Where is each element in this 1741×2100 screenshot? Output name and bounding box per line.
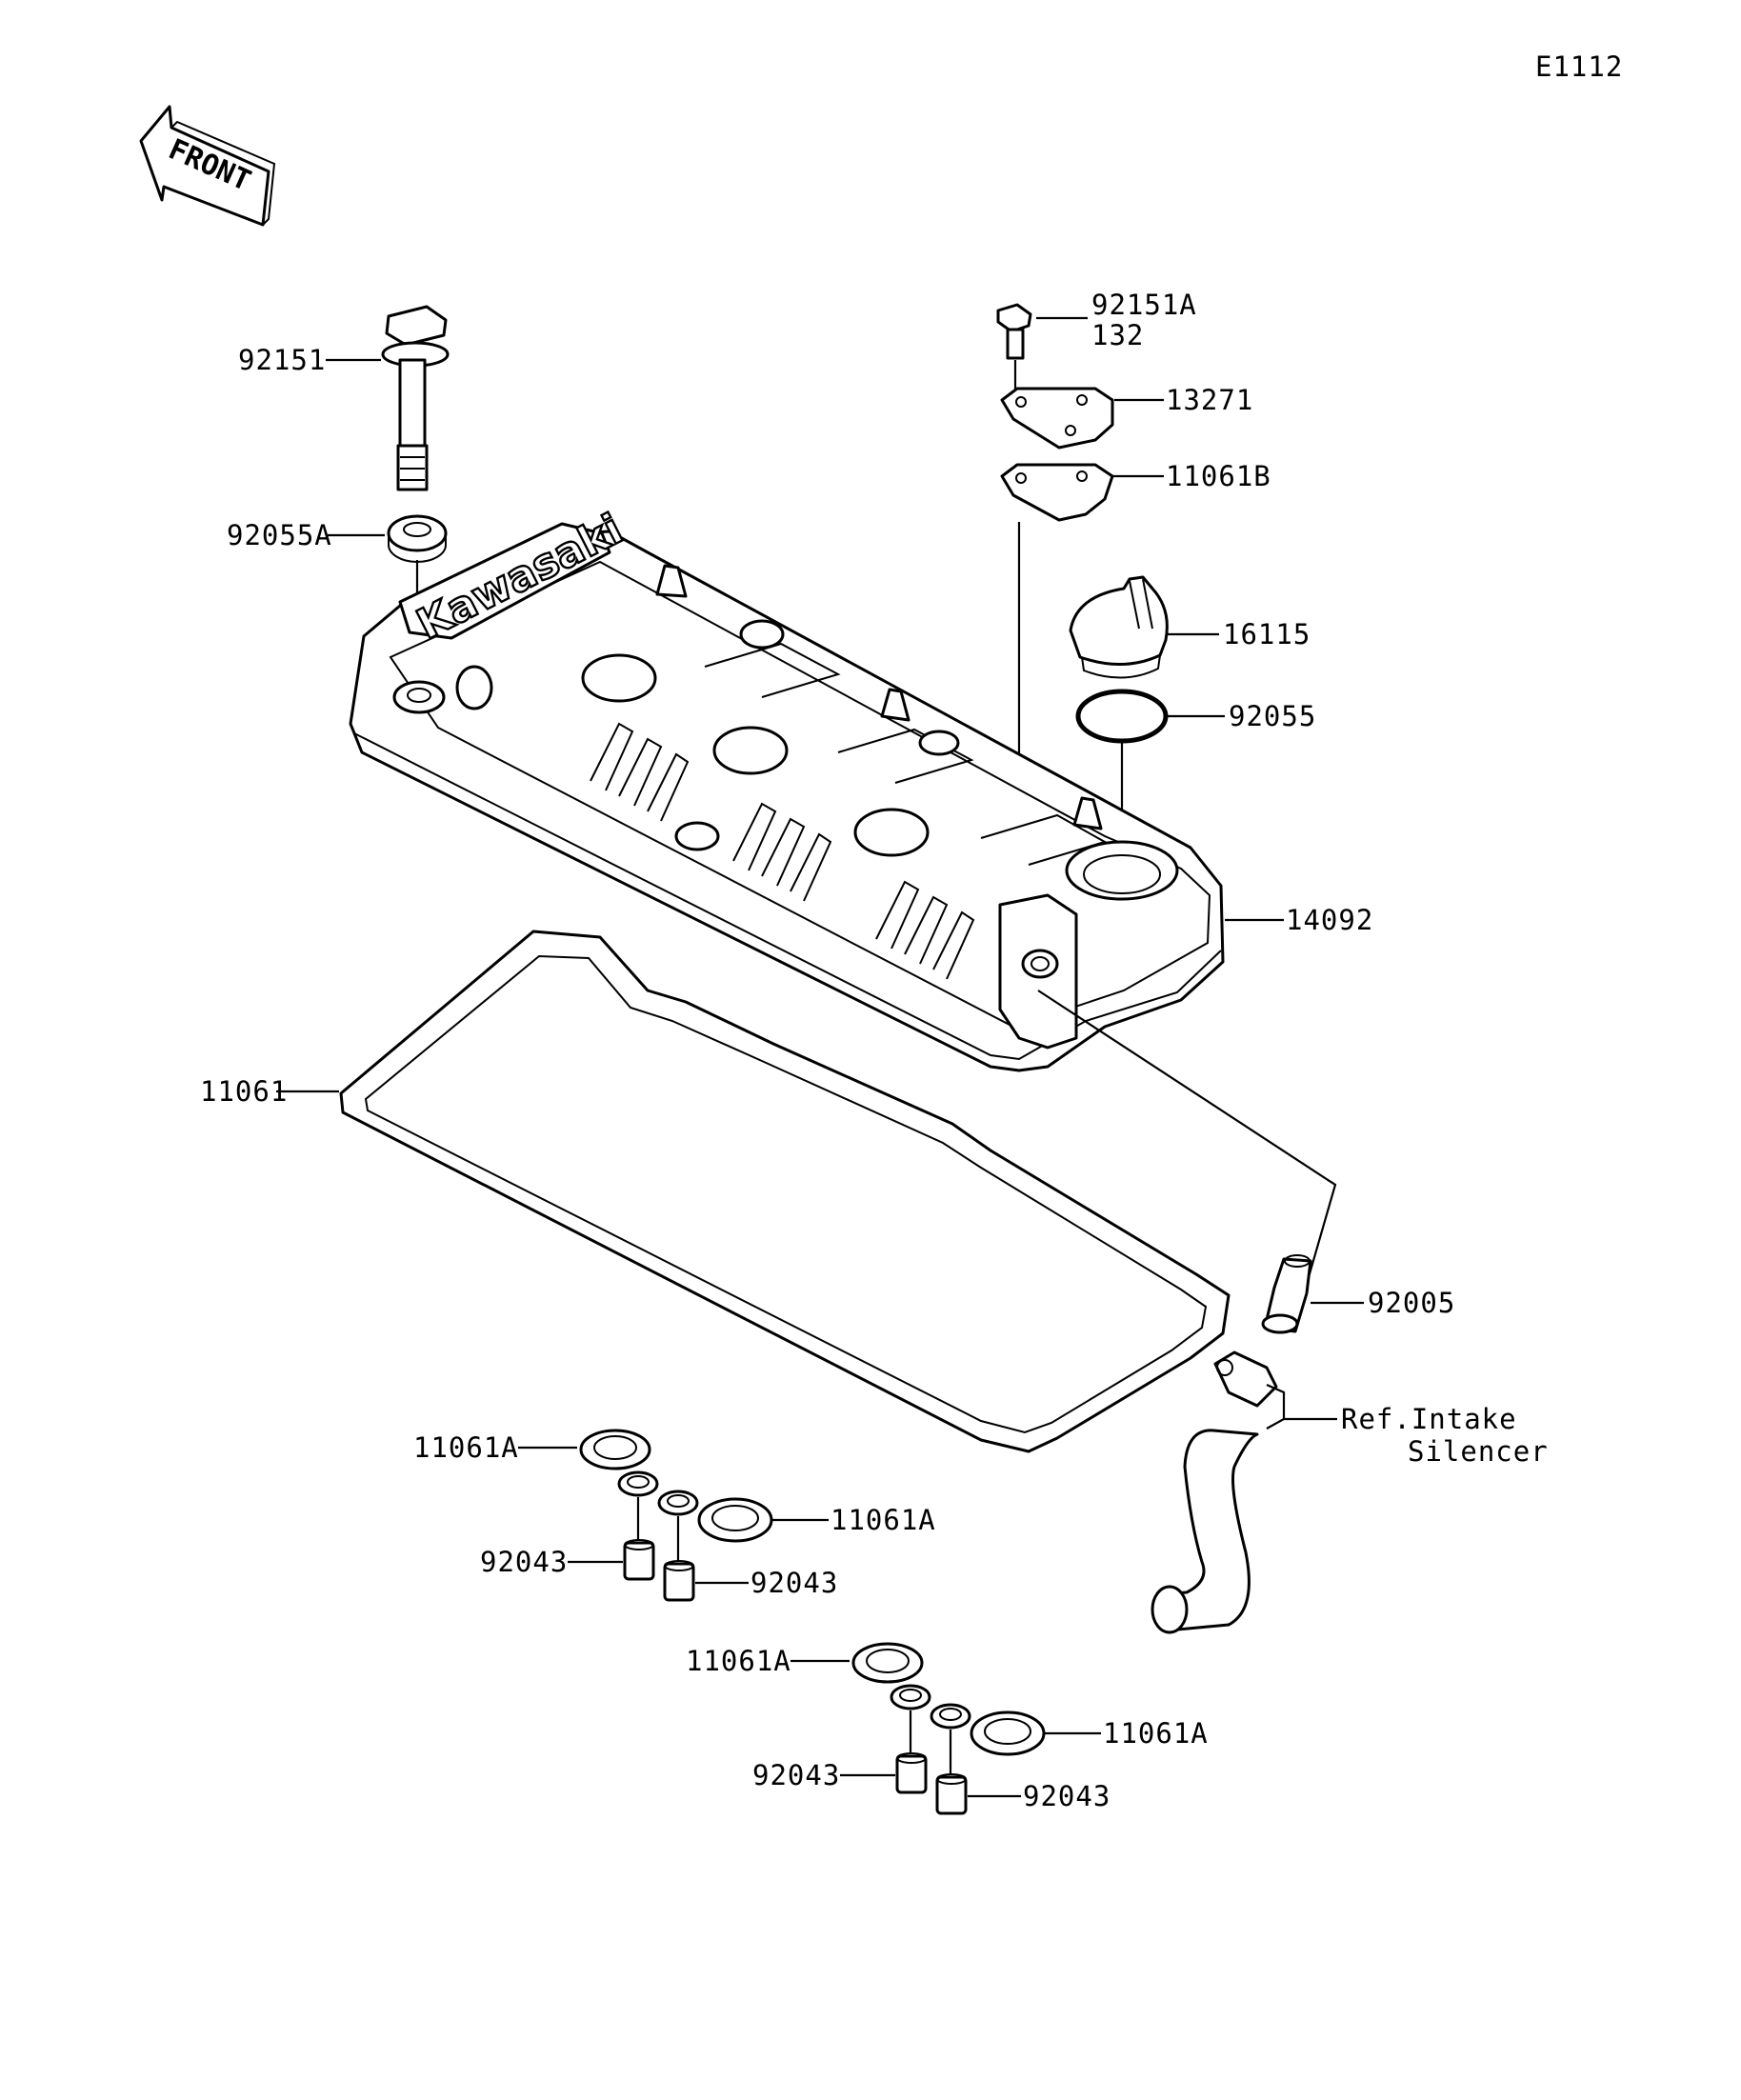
callout-92055: 92055	[1229, 700, 1316, 732]
callout-ref-silencer: Silencer	[1408, 1435, 1549, 1468]
callout-92005: 92005	[1368, 1287, 1455, 1319]
callout-132: 132	[1091, 319, 1144, 351]
oil-cap-16115	[1069, 575, 1169, 679]
oring-92055	[1075, 689, 1169, 744]
callout-dowel-2: 92043	[750, 1567, 838, 1599]
bolt-92151	[381, 305, 450, 491]
breather-hose	[1151, 1350, 1278, 1634]
callout-seal-4: 11061A	[1103, 1717, 1209, 1750]
callout-11061: 11061	[200, 1075, 288, 1108]
diagram-id: E1112	[1535, 50, 1623, 83]
callout-dowel-1: 92043	[480, 1546, 568, 1578]
cover-gasket-11061	[339, 930, 1231, 1453]
seal-group-1	[579, 1429, 773, 1602]
callout-92151a: 92151A	[1091, 289, 1197, 321]
front-arrow-icon: FRONT	[139, 105, 276, 227]
callout-seal-1: 11061A	[413, 1431, 519, 1464]
gasket-11061b	[1000, 463, 1114, 522]
callout-ref-intake: Ref.Intake	[1341, 1403, 1517, 1435]
callout-dowel-3: 92043	[752, 1759, 840, 1791]
callout-dowel-4: 92043	[1023, 1780, 1111, 1812]
plate-13271	[1000, 387, 1114, 450]
callout-92151: 92151	[238, 344, 326, 376]
seal-group-2	[851, 1642, 1046, 1815]
callout-14092: 14092	[1286, 904, 1373, 936]
callout-11061b: 11061B	[1166, 460, 1271, 492]
callout-seal-2: 11061A	[830, 1504, 936, 1536]
callout-16115: 16115	[1223, 618, 1311, 650]
callout-92055a: 92055A	[227, 519, 332, 551]
callout-seal-3: 11061A	[686, 1645, 791, 1677]
bolt-92151a	[996, 303, 1032, 360]
washer-92055a	[387, 514, 448, 563]
fitting-92005	[1261, 1254, 1312, 1334]
callout-13271: 13271	[1166, 384, 1253, 416]
